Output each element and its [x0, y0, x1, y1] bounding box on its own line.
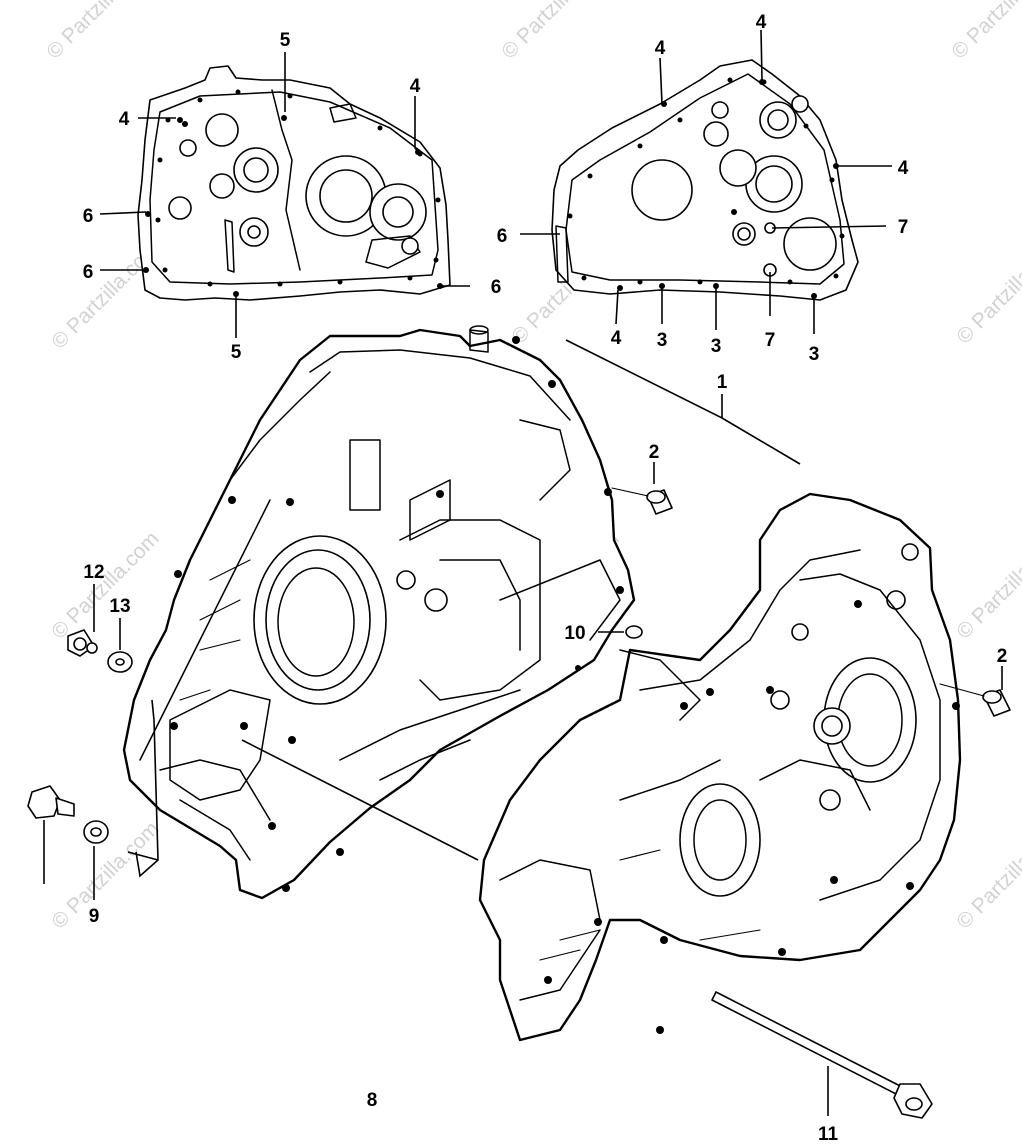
gasket-right [551, 59, 859, 301]
drain-plug-bolt [67, 629, 98, 657]
callout-13: 13 [109, 596, 130, 617]
callout-1: 1 [717, 372, 728, 393]
callout-6: 6 [83, 262, 94, 283]
crankcase-left-half [122, 325, 636, 900]
gasket-left [137, 65, 451, 301]
leader-lines [43, 29, 1003, 1116]
gasket-washer [107, 651, 133, 673]
callout-12: 12 [83, 562, 104, 583]
watermark-text: © Partzilla.com [947, 0, 1022, 64]
callout-6: 6 [491, 277, 502, 298]
callout-3: 3 [657, 330, 668, 351]
callout-8: 8 [367, 1090, 378, 1111]
callout-4: 4 [655, 38, 666, 59]
dowel-pin-right [939, 683, 1011, 717]
callout-4: 4 [119, 109, 130, 130]
watermark-text: © Partzilla.com [497, 0, 613, 64]
drain-plug-washer [83, 820, 109, 844]
long-bolt [711, 991, 933, 1119]
callout-5: 5 [280, 30, 291, 51]
oil-drain-plug [27, 785, 75, 819]
callout-4: 4 [756, 12, 767, 33]
callout-6: 6 [497, 226, 508, 247]
callout-labels: 1 2 2 3 3 3 4 4 4 4 4 4 5 5 6 6 6 6 7 7 … [83, 12, 1008, 1144]
o-ring [625, 625, 643, 639]
callout-10: 10 [564, 623, 585, 644]
callout-4: 4 [611, 328, 622, 349]
callout-3: 3 [711, 336, 722, 357]
watermark-text: © Partzilla.com [952, 232, 1022, 348]
callout-5: 5 [231, 342, 242, 363]
callout-2: 2 [997, 646, 1008, 667]
callout-6: 6 [83, 206, 94, 227]
callout-7: 7 [765, 330, 776, 351]
callout-11: 11 [818, 1124, 839, 1144]
dowel-pin-upper [611, 487, 673, 515]
callout-9: 9 [89, 906, 100, 927]
callout-3: 3 [809, 344, 820, 365]
crankcase-right-half [478, 492, 962, 1042]
callout-4: 4 [410, 76, 421, 97]
watermark-text: © Partzilla.com [42, 0, 158, 64]
callout-7: 7 [898, 217, 909, 238]
watermark-text: © Partzilla.com [952, 817, 1022, 933]
watermark-text: © Partzilla.com [47, 527, 163, 643]
callout-2: 2 [649, 442, 660, 463]
callout-4: 4 [898, 158, 909, 179]
watermark-text: © Partzilla.com [952, 527, 1022, 643]
